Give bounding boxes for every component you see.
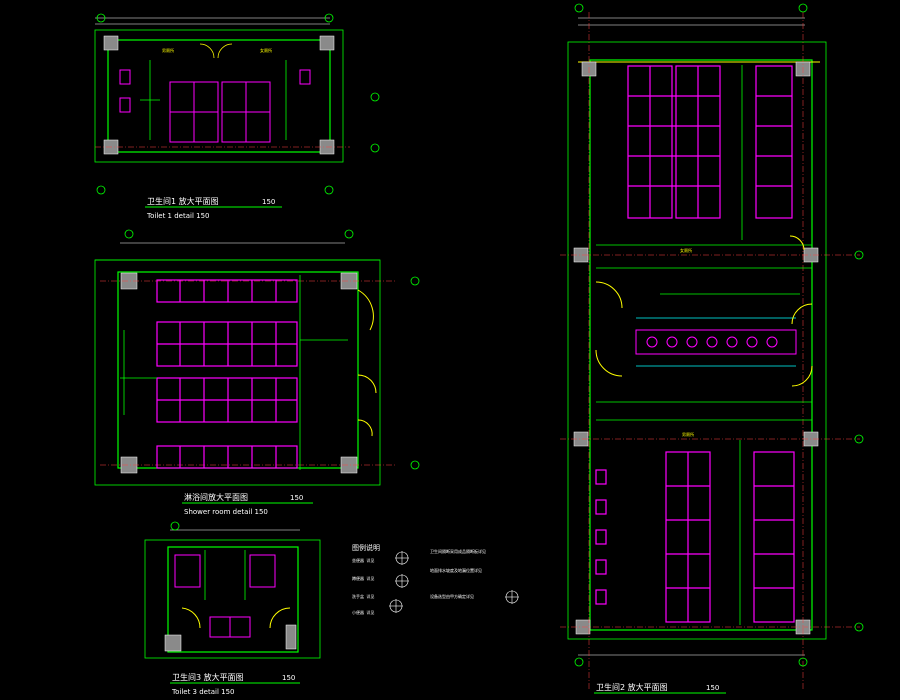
t1-room-label-women: 女厕所: [260, 47, 272, 53]
t1-subtitle: Toilet 1 detail 150: [146, 212, 209, 220]
t3-scale: 150: [282, 674, 295, 682]
sh-title: 淋浴间放大平面图: [184, 492, 248, 502]
legend: 图例说明 坐便器 详见 蹲便器 详见 洗手盆 详见 小便器 详见 卫生间隔断采用…: [352, 543, 519, 615]
t2-scale: 150: [706, 684, 719, 692]
legend-item-4: 小便器 详见: [352, 609, 374, 615]
t1-room-label-men: 男厕所: [162, 47, 174, 53]
t2-room-label-upper: 女厕所: [680, 247, 692, 253]
t3-subtitle: Toilet 3 detail 150: [171, 688, 234, 696]
t2-title: 卫生间2 放大平面图: [596, 682, 668, 692]
sh-subtitle: Shower room detail 150: [184, 508, 268, 516]
t1-title: 卫生间1 放大平面图: [147, 196, 219, 206]
legend-note-1: 卫生间隔断采用成品隔断板详见: [430, 548, 486, 554]
axis-bubbles: [96, 3, 864, 667]
toilet1-caption: 卫生间1 放大平面图 150 Toilet 1 detail 150: [145, 196, 282, 220]
toilet3-plan: [144, 529, 321, 659]
legend-note-3: 设备选型由甲方确定详见: [430, 593, 474, 599]
shower-caption: 淋浴间放大平面图 150 Shower room detail 150: [182, 492, 313, 516]
toilet2-caption: 卫生间2 放大平面图 150: [594, 682, 726, 694]
t2-room-label-lower: 男厕所: [682, 431, 694, 437]
legend-item-3: 洗手盆 详见: [352, 593, 374, 599]
shower-plan: [94, 242, 395, 486]
legend-heading: 图例说明: [352, 543, 380, 552]
toilet1-plan: 男厕所 女厕所: [94, 17, 350, 163]
toilet3-caption: 卫生间3 放大平面图 150 Toilet 3 detail 150: [170, 672, 300, 696]
toilet2-plan: 女厕所 男厕所: [560, 12, 860, 690]
legend-note-2: 地面排水坡度及地漏位置详见: [430, 567, 482, 573]
sh-scale: 150: [290, 494, 303, 502]
t1-scale: 150: [262, 198, 275, 206]
t3-title: 卫生间3 放大平面图: [172, 672, 244, 682]
legend-item-2: 蹲便器 详见: [352, 575, 374, 581]
legend-item-1: 坐便器 详见: [352, 557, 374, 563]
